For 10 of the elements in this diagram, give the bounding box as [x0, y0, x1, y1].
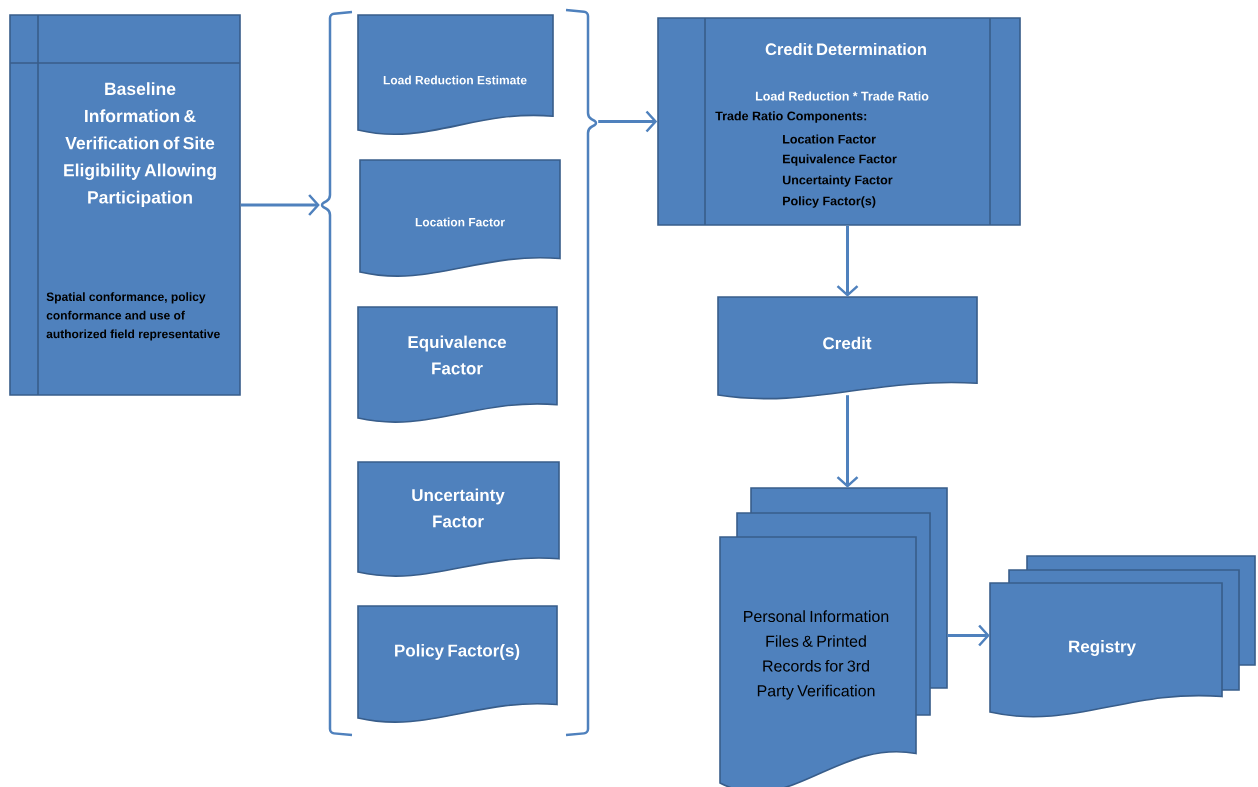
process-box: Baseline Information & Verification of Site Eligibility Allowing Participation Spatial conformance, policy conformance and use of authorized field representative	[9, 14, 241, 396]
document-stack: Registry	[989, 555, 1256, 718]
arrow	[240, 194, 320, 216]
arrow	[598, 110, 658, 133]
process-box: Credit Determination Load Reduction * Trade Ratio Trade Ratio Components: Location Factor Equivalence Factor Uncertainty Factor Policy Factor(s)	[657, 17, 1021, 226]
bracket	[322, 8, 596, 737]
arrow	[947, 624, 990, 647]
document-stack: Personal Information Files & Printed Records for 3rd Party Verification	[719, 487, 948, 787]
arrow	[836, 395, 859, 488]
arrow	[836, 225, 859, 297]
